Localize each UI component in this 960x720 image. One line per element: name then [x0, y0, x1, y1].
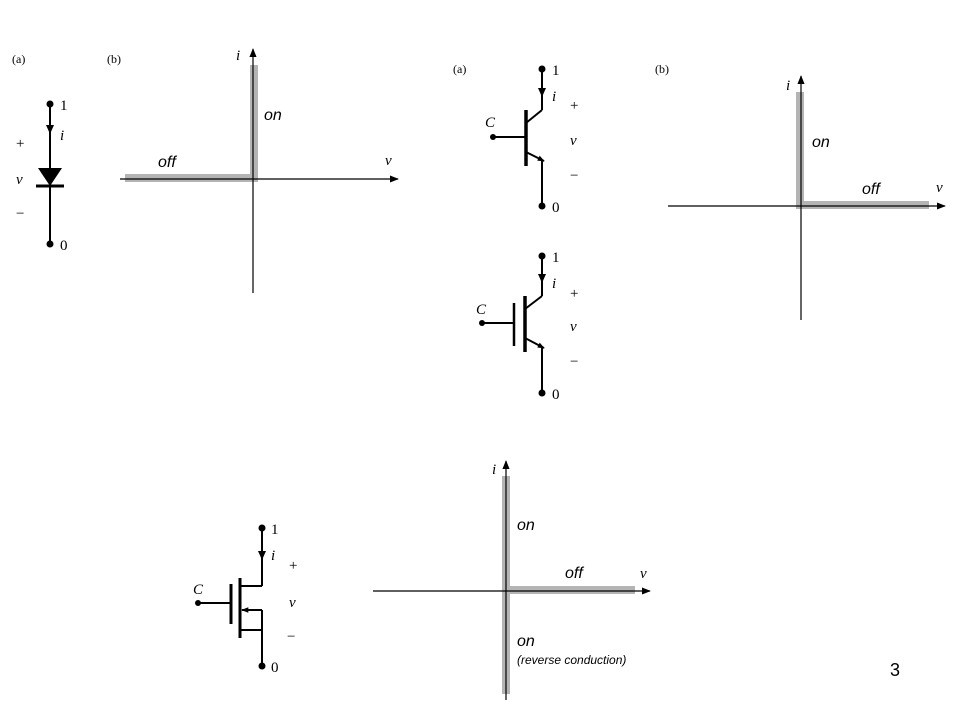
off-region-band	[502, 586, 635, 594]
on-region-band	[796, 92, 804, 209]
page-number: 3	[890, 660, 901, 680]
voltage-label: v	[289, 595, 296, 611]
axis-i-label: i	[236, 48, 240, 64]
current-label: i	[552, 89, 556, 105]
minus-label: −	[287, 629, 295, 645]
axis-v-label: v	[640, 566, 647, 582]
mosfet-iv-plot: i v on off on (reverse conduction)	[373, 460, 651, 700]
node-0-terminal	[538, 389, 546, 397]
off-label: off	[158, 154, 177, 171]
off-region-band	[796, 201, 929, 209]
current-arrow-icon	[538, 274, 546, 283]
control-label: C	[193, 582, 204, 598]
voltage-label: v	[16, 172, 23, 188]
current-arrow-icon	[258, 551, 266, 560]
collector-diagonal	[524, 295, 543, 310]
on-label: on	[812, 134, 830, 151]
reverse-conduction-note: (reverse conduction)	[517, 653, 626, 667]
minus-label: −	[570, 168, 578, 184]
diode-iv-plot: i v on off	[120, 48, 399, 293]
transistor-panel: (a) (b) 1 i + v − C 0	[453, 62, 946, 403]
off-region-band	[125, 174, 258, 182]
node-1-label: 1	[552, 250, 560, 266]
node-0-label: 0	[271, 660, 279, 676]
mosfet-symbol: 1 i + v − C 0	[193, 522, 297, 676]
node-0-label: 0	[552, 387, 560, 403]
control-label: C	[485, 115, 496, 131]
diode-panel: (a) (b) 1 i + v − 0 i v on off	[12, 48, 399, 293]
current-arrow-icon	[46, 125, 54, 134]
off-label: off	[862, 181, 881, 198]
diode-symbol: 1 i + v − 0	[16, 98, 68, 254]
plus-label: +	[289, 558, 297, 574]
igbt-symbol: 1 i + v − C 0	[476, 250, 578, 403]
off-label: off	[565, 565, 584, 582]
node-1-label: 1	[271, 522, 279, 538]
voltage-label: v	[570, 133, 577, 149]
control-terminal	[195, 600, 201, 606]
plus-label: +	[570, 98, 578, 114]
diode-triangle-icon	[38, 168, 62, 186]
node-1-label: 1	[60, 98, 68, 114]
mosfet-panel: 1 i + v − C 0 i v on off on (reverse con…	[193, 460, 651, 700]
bjt-symbol: 1 i + v − C 0	[485, 63, 578, 216]
node-0-label: 0	[60, 238, 68, 254]
node-1-label: 1	[552, 63, 560, 79]
voltage-label: v	[570, 319, 577, 335]
axis-v-label: v	[936, 180, 943, 196]
current-arrow-icon	[538, 88, 546, 97]
diode-label-a: (a)	[12, 52, 25, 66]
minus-label: −	[570, 354, 578, 370]
transistor-iv-plot: i v on off	[668, 75, 946, 320]
current-label: i	[271, 548, 275, 564]
axis-i-label: i	[786, 78, 790, 94]
node-0-terminal	[258, 662, 266, 670]
on-label: on	[264, 107, 282, 124]
node-0-label: 0	[552, 200, 560, 216]
transistor-label-a: (a)	[453, 62, 466, 76]
diode-label-b: (b)	[107, 52, 121, 66]
plus-label: +	[16, 136, 24, 152]
plus-label: +	[570, 286, 578, 302]
node-0-terminal	[538, 202, 546, 210]
control-label: C	[476, 302, 487, 318]
axis-i-label: i	[492, 462, 496, 478]
current-label: i	[552, 276, 556, 292]
node-0-terminal	[46, 240, 54, 248]
control-terminal	[479, 320, 485, 326]
minus-label: −	[16, 206, 24, 222]
control-terminal	[490, 134, 496, 140]
reverse-on-label: on	[517, 633, 535, 650]
emitter-diagonal	[525, 151, 545, 162]
on-region-band	[250, 65, 258, 180]
axis-v-label: v	[385, 153, 392, 169]
on-label: on	[517, 517, 535, 534]
current-label: i	[60, 128, 64, 144]
emitter-diagonal	[524, 337, 545, 349]
transistor-label-b: (b)	[655, 62, 669, 76]
collector-diagonal	[525, 109, 543, 124]
